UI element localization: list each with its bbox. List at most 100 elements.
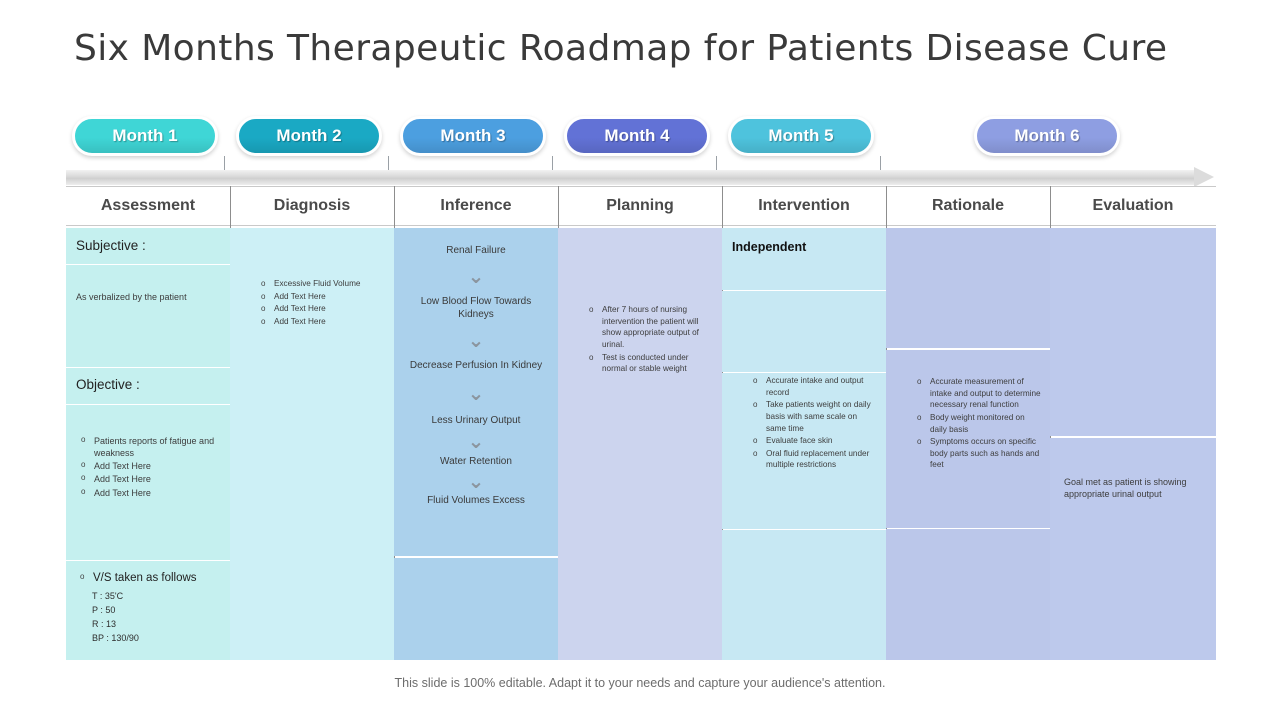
header-inference[interactable]: Inference [440, 197, 512, 214]
inference-step-4: Less Urinary Output [431, 415, 521, 426]
chevron-down-icon: ⌄ [467, 328, 485, 352]
inference-step-5: Water Retention [440, 456, 512, 467]
page-title: Six Months Therapeutic Roadmap for Patie… [74, 28, 1168, 69]
timeline-tick-5 [880, 156, 881, 178]
chevron-down-icon: ⌄ [467, 429, 485, 453]
months-timeline: Month 1 Month 2 Month 3 Month 4 Month 5 Month… [64, 116, 1154, 178]
month-pill-label: Month 2 [276, 126, 342, 145]
list-item: Excessive Fluid Volume [261, 278, 386, 290]
vital-sign-value: P : 50 [92, 604, 116, 615]
timeline-arrow-head-icon [1194, 167, 1214, 187]
evaluation-text: Goal met as patient is showing appropria… [1064, 477, 1187, 500]
list-item: Symptoms occurs on specific body parts s… [917, 436, 1042, 471]
list-item: Add Text Here [261, 303, 386, 315]
chevron-down-icon: ⌄ [467, 469, 485, 493]
list-item: Oral fluid replacement under multiple re… [753, 448, 878, 471]
inference-step-1: Renal Failure [446, 245, 506, 256]
intervention-heading: Independent [732, 240, 807, 254]
timeline-tick-4 [716, 156, 717, 178]
evaluation-text-block: Goal met as patient is showing appropria… [1050, 438, 1216, 660]
month-pill-5[interactable]: Month 5 [728, 116, 874, 156]
assessment-objective-items-block: Patients reports of fatigue and weakness… [66, 405, 230, 560]
column-evaluation: Goal met as patient is showing appropria… [1050, 228, 1216, 660]
assessment-objective-label: Objective : [76, 377, 140, 392]
list-item: Add Text Here [81, 473, 220, 485]
header-rationale[interactable]: Rationale [931, 197, 1004, 214]
month-pill-label: Month 6 [1014, 126, 1080, 145]
month-pill-3[interactable]: Month 3 [400, 116, 546, 156]
month-pill-label: Month 1 [112, 126, 178, 145]
month-pill-2[interactable]: Month 2 [236, 116, 382, 156]
rationale-empty-block [886, 529, 1050, 660]
timeline-tick-3 [552, 156, 553, 178]
column-rationale: Accurate measurement of intake and outpu… [886, 228, 1050, 660]
timeline-tick-2 [388, 156, 389, 178]
vital-sign-value: T : 35'C [92, 591, 124, 601]
list-item: Take patients weight on daily basis with… [753, 399, 878, 434]
month-pill-1[interactable]: Month 1 [72, 116, 218, 156]
assessment-subjective-block: Subjective : [66, 228, 230, 264]
list-item: Evaluate face skin [753, 435, 878, 447]
column-assessment: Subjective : As verbalized by the patien… [66, 228, 230, 660]
evaluation-top-block [1050, 228, 1216, 436]
vital-sign-value: BP : 130/90 [92, 632, 139, 643]
planning-block: After 7 hours of nursing intervention th… [558, 228, 722, 660]
list-item: Add Text Here [261, 316, 386, 328]
footer-note: This slide is 100% editable. Adapt it to… [394, 676, 886, 690]
list-item: Patients reports of fatigue and weakness [81, 435, 220, 459]
month-pill-label: Month 4 [604, 126, 670, 145]
timeline-arrow-band [66, 167, 1216, 187]
diagnosis-block: Excessive Fluid VolumeAdd Text HereAdd T… [230, 228, 394, 660]
rationale-list: Accurate measurement of intake and outpu… [914, 376, 1042, 471]
list-item: Add Text Here [81, 487, 220, 499]
assessment-subjective-text: As verbalized by the patient [76, 292, 187, 302]
assessment-vs-list: V/S taken as follows [78, 572, 220, 584]
assessment-vs-label: V/S taken as follows [80, 572, 220, 584]
list-item: Accurate intake and output record [753, 375, 878, 398]
column-intervention: Independent Accurate intake and output r… [722, 228, 886, 660]
inference-empty-block [394, 558, 558, 660]
inference-step-3: Decrease Perfusion In Kidney [409, 360, 543, 371]
month-pill-label: Month 5 [768, 126, 834, 145]
header-assessment[interactable]: Assessment [100, 197, 196, 214]
header-diagnosis[interactable]: Diagnosis [273, 197, 351, 214]
diagnosis-list: Excessive Fluid VolumeAdd Text HereAdd T… [258, 278, 386, 328]
inference-step-6: Fluid Volumes Excess [427, 495, 525, 506]
assessment-subjective-label: Subjective : [76, 238, 146, 253]
assessment-vs-values: T : 35'C P : 50 R : 13 BP : 130/90 [92, 590, 220, 646]
list-item: Add Text Here [81, 460, 220, 472]
month-pill-6[interactable]: Month 6 [974, 116, 1120, 156]
intervention-empty-block [722, 530, 886, 660]
table-header-row: Assessment Diagnosis Inference Planning Inte… [66, 186, 1216, 226]
list-item: Add Text Here [261, 291, 386, 303]
chevron-down-icon: ⌄ [467, 264, 485, 288]
column-diagnosis: Excessive Fluid VolumeAdd Text HereAdd T… [230, 228, 394, 660]
column-planning: After 7 hours of nursing intervention th… [558, 228, 722, 660]
chevron-down-icon: ⌄ [467, 381, 485, 405]
rationale-top-block [886, 228, 1050, 348]
header-intervention[interactable]: Intervention [758, 197, 850, 214]
list-item: After 7 hours of nursing intervention th… [589, 304, 710, 351]
intervention-list: Accurate intake and output recordTake pa… [750, 373, 878, 471]
roadmap-table: Assessment Diagnosis Inference Planning Inte… [66, 186, 1216, 660]
column-inference: Renal Failure ⌄ Low Blood Flow Towards Kid… [394, 228, 558, 660]
assessment-objective-list: Patients reports of fatigue and weakness… [78, 435, 220, 499]
timeline-arrow-bar [66, 170, 1196, 185]
inference-step-2: Low Blood Flow Towards Kidneys [420, 296, 532, 320]
timeline-tick-1 [224, 156, 225, 178]
inference-flow: Renal Failure ⌄ Low Blood Flow Towards Kid… [404, 244, 548, 507]
header-evaluation[interactable]: Evaluation [1092, 197, 1174, 214]
month-pill-label: Month 3 [440, 126, 506, 145]
list-item: Accurate measurement of intake and outpu… [917, 376, 1042, 411]
assessment-objective-block: Objective : [66, 368, 230, 404]
header-planning[interactable]: Planning [606, 197, 674, 214]
vital-sign-value: R : 13 [92, 618, 117, 629]
intervention-heading-block: Independent [722, 228, 886, 290]
inference-flow-block: Renal Failure ⌄ Low Blood Flow Towards Kid… [394, 228, 558, 556]
rationale-items-block: Accurate measurement of intake and outpu… [886, 350, 1050, 528]
assessment-subjective-text-block: As verbalized by the patient [66, 265, 230, 367]
list-item: Test is conducted under normal or stable… [589, 352, 710, 375]
list-item: Body weight monitored on daily basis [917, 412, 1042, 435]
intervention-items-block: Accurate intake and output recordTake pa… [722, 373, 886, 529]
month-pill-4[interactable]: Month 4 [564, 116, 710, 156]
